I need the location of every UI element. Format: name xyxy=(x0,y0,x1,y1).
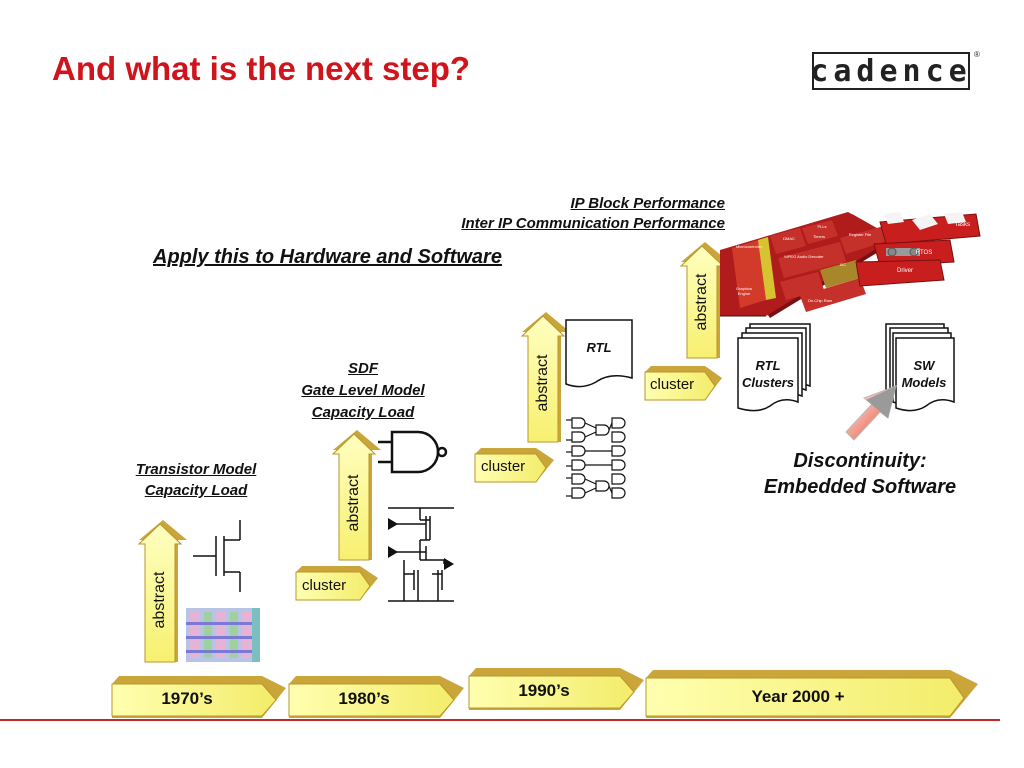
output-triangle-icon xyxy=(444,558,454,570)
abstract-label: abstract xyxy=(151,571,168,629)
sw-models-documents xyxy=(885,323,955,412)
nand-gate-symbol xyxy=(378,430,448,474)
rtl-clusters-documents xyxy=(737,323,811,412)
registered-mark: ® xyxy=(974,50,980,59)
page-title: And what is the next step? xyxy=(52,50,471,87)
chip-block-label: Timers xyxy=(812,234,826,239)
embedded-software-label: Embedded Software xyxy=(763,476,957,498)
era-label-1980s: 1980’s xyxy=(338,689,390,708)
input-triangle-icon xyxy=(388,546,398,558)
inter-ip-performance-label: Inter IP Communication Performance xyxy=(461,215,725,232)
sw-pointer-arrow xyxy=(845,385,897,441)
software-stack-diagram xyxy=(855,212,981,287)
input-triangle-icon xyxy=(388,518,398,530)
rtl-document xyxy=(565,319,633,388)
cluster-arrow-2000 xyxy=(644,366,722,401)
cluster-label: cluster xyxy=(302,577,347,594)
apply-heading: Apply this to Hardware and Software xyxy=(153,246,502,268)
chip-block-label: PLLs xyxy=(817,224,827,229)
abstract-label: abstract xyxy=(693,273,710,331)
abstract-arrow-1990s xyxy=(520,312,570,443)
gate-level-model-label: Gate Level Model xyxy=(301,382,425,399)
ip-block-performance-label: IP Block Performance xyxy=(570,195,725,212)
era-arrow-1970s xyxy=(111,676,286,718)
capacity-load-label: Capacity Load xyxy=(311,404,415,421)
rtl-clusters-label: RTL xyxy=(755,358,781,373)
rtl-clusters-label: Clusters xyxy=(741,375,795,390)
chip-block-label: Driver xyxy=(897,268,913,274)
cluster-arrow-1990s xyxy=(474,448,554,483)
chip-block-label: I2C xyxy=(839,262,847,267)
cluster-label: cluster xyxy=(650,376,695,393)
rtl-document-label: RTL xyxy=(586,340,612,355)
sw-models-label: Models xyxy=(901,375,947,390)
chip-block-label: RTOS xyxy=(915,250,933,256)
chip-block-label: On-Chip Ram xyxy=(807,298,833,303)
soc-block-diagram xyxy=(720,212,898,318)
chip-block-label: Microcontroller xyxy=(736,244,763,249)
gate-netlist xyxy=(566,417,626,499)
chip-block-label: Graphics Engine xyxy=(735,286,752,296)
abstract-arrow-2000 xyxy=(679,242,729,359)
era-arrow-1990s xyxy=(468,668,644,710)
footer-rule xyxy=(0,719,1000,721)
chip-block-label: DMAC xyxy=(783,236,795,241)
chip-block-label: Tasks xyxy=(954,222,970,228)
abstract-arrow-1980s xyxy=(331,430,381,561)
chip-layout-thumbnail xyxy=(186,608,260,662)
abstract-label: abstract xyxy=(534,354,551,412)
cluster-arrow-1980s xyxy=(295,566,378,601)
era-label-2000: Year 2000 + xyxy=(751,687,845,706)
transistor-model-label: Transistor Model xyxy=(135,461,257,478)
transistor-symbol xyxy=(193,520,241,592)
era-label-1990s: 1990’s xyxy=(518,681,570,700)
gate-schematic xyxy=(388,507,454,602)
chip-block-label: Register File xyxy=(848,232,872,237)
sw-models-label: SW xyxy=(913,358,935,373)
era-arrow-2000 xyxy=(645,670,978,718)
abstract-arrow-1970s xyxy=(137,520,187,663)
capacity-load-label: Capacity Load xyxy=(144,482,248,499)
discontinuity-label: Discontinuity: xyxy=(793,450,927,472)
era-arrow-1980s xyxy=(288,676,464,718)
abstract-label: abstract xyxy=(345,474,362,532)
cadence-logo: cadence xyxy=(810,52,972,90)
era-label-1970s: 1970’s xyxy=(161,689,213,708)
cluster-label: cluster xyxy=(481,458,526,475)
sdf-label: SDF xyxy=(348,360,378,377)
chip-block-label: MPEG Audio Decoder xyxy=(784,254,824,259)
